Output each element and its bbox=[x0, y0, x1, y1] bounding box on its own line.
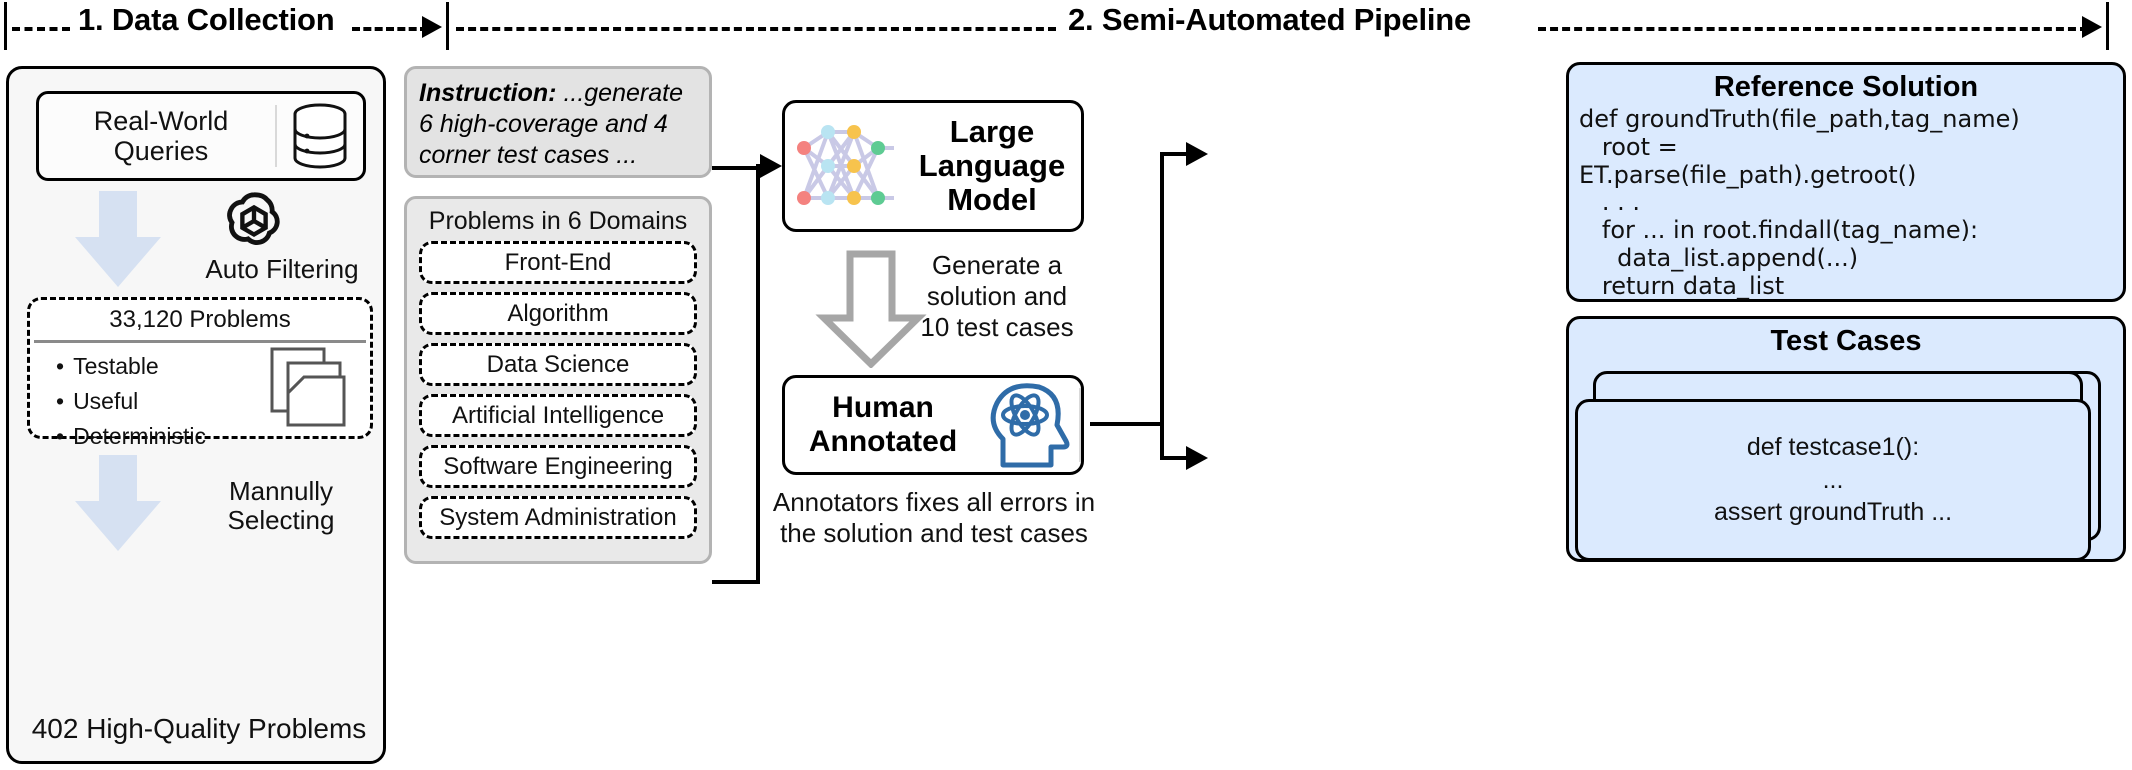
connector-merge-v bbox=[756, 166, 760, 584]
manual-selecting-arrow bbox=[75, 455, 161, 551]
instruction-prefix: Instruction: bbox=[419, 79, 557, 107]
connector-reference-arrowhead bbox=[1186, 142, 1208, 166]
auto-filtering-label: Auto Filtering bbox=[205, 254, 359, 284]
openai-logo-icon bbox=[223, 189, 285, 256]
connector-to-testcases bbox=[1160, 456, 1190, 460]
test-case-card-front: def testcase1(): ... assert groundTruth … bbox=[1575, 399, 2091, 561]
criteria-box: 33,120 Problems Testable Useful Determin… bbox=[27, 297, 373, 449]
phase-header-bar: 1. Data Collection 2. Semi-Automated Pip… bbox=[0, 0, 2132, 56]
high-quality-problems-label: 402 High-Quality Problems bbox=[31, 713, 367, 744]
test-case-line: ... bbox=[1822, 465, 1844, 494]
instruction-box: Instruction: ...generate 6 high-coverage… bbox=[404, 66, 712, 178]
connector-human-h bbox=[1090, 422, 1164, 426]
domains-title: Problems in 6 Domains bbox=[428, 207, 688, 235]
phase-1-label: 1. Data Collection bbox=[78, 2, 335, 37]
test-case-line: assert groundTruth ... bbox=[1713, 498, 1953, 527]
phase2-dash-left bbox=[456, 27, 1056, 31]
test-cases-stack: def testcase1(): ... assert groundTruth … bbox=[1569, 371, 2129, 561]
database-icon bbox=[277, 103, 363, 169]
connector-instruction-h bbox=[712, 166, 760, 170]
auto-filtering-arrow bbox=[75, 191, 161, 287]
instruction-body: ...generate 6 high-coverage and 4 corner… bbox=[419, 79, 683, 169]
domain-item-data-science[interactable]: Data Science bbox=[419, 343, 697, 386]
criteria-list: Testable Useful Deterministic bbox=[30, 343, 206, 454]
domain-item-software-engineering[interactable]: Software Engineering bbox=[419, 445, 697, 488]
domains-panel: Problems in 6 Domains Front-End Algorith… bbox=[404, 196, 712, 564]
connector-domains-h bbox=[712, 580, 760, 584]
divider bbox=[1079, 388, 1081, 462]
domain-item-algorithm[interactable]: Algorithm bbox=[419, 292, 697, 335]
divider bbox=[275, 105, 277, 167]
phase-tick-start bbox=[4, 2, 7, 50]
divider bbox=[34, 340, 366, 343]
documents-icon bbox=[268, 345, 360, 436]
phase-divider-tick bbox=[446, 2, 449, 50]
phase1-dash-left bbox=[12, 27, 70, 31]
phase2-arrowhead bbox=[2082, 16, 2102, 38]
connector-testcases-arrowhead bbox=[1186, 446, 1208, 470]
test-cases-title: Test Cases bbox=[1770, 325, 1922, 357]
reference-solution-box: Reference Solution def groundTruth(file_… bbox=[1566, 62, 2126, 302]
connector-to-reference bbox=[1160, 152, 1190, 156]
test-cases-box: Test Cases def testcase1(): ... assert g… bbox=[1566, 316, 2126, 562]
instruction-text: Instruction: ...generate 6 high-coverage… bbox=[419, 78, 697, 171]
domain-item-front-end[interactable]: Front-End bbox=[419, 241, 697, 284]
domain-item-artificial-intelligence[interactable]: Artificial Intelligence bbox=[419, 394, 697, 437]
generate-hollow-arrow bbox=[812, 250, 930, 373]
phase-tick-end bbox=[2106, 2, 2109, 50]
phase1-dash-right bbox=[352, 27, 428, 31]
phase1-arrowhead bbox=[422, 16, 442, 38]
problem-count-label: 33,120 Problems bbox=[109, 306, 291, 333]
phase2-dash-right bbox=[1538, 27, 2088, 31]
reference-solution-title: Reference Solution bbox=[1713, 71, 1979, 103]
domain-item-system-administration[interactable]: System Administration bbox=[419, 496, 697, 539]
neural-network-icon bbox=[785, 110, 903, 222]
test-case-line: def testcase1(): bbox=[1746, 433, 1920, 462]
criteria-item: Useful bbox=[56, 384, 206, 419]
head-atom-icon bbox=[975, 381, 1079, 469]
connector-outputs-v bbox=[1160, 152, 1164, 426]
phase-2-label: 2. Semi-Automated Pipeline bbox=[1068, 2, 1472, 37]
connector-testcases-v bbox=[1160, 422, 1164, 460]
connector-llm-arrowhead bbox=[760, 154, 782, 178]
reference-solution-code: def groundTruth(file_path,tag_name) root… bbox=[1579, 105, 2020, 300]
criteria-item: Testable bbox=[56, 349, 206, 384]
criteria-item: Deterministic bbox=[56, 419, 206, 454]
